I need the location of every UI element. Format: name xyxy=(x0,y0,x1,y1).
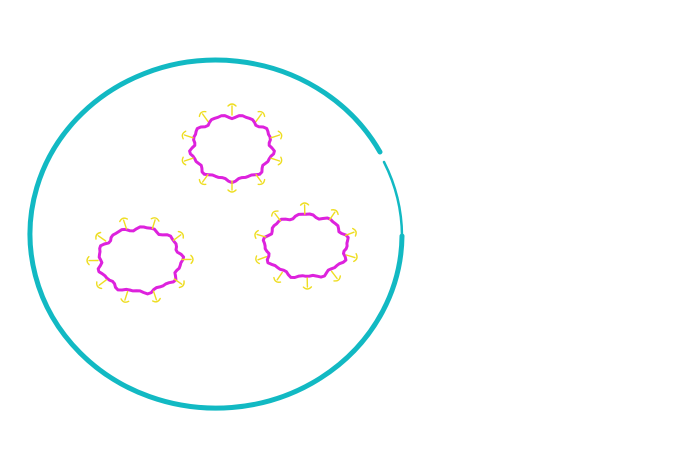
spike-top-8 xyxy=(181,130,194,140)
spike-right-4 xyxy=(302,277,313,290)
spike-top-4 xyxy=(255,174,266,186)
spike-left-0 xyxy=(150,217,160,230)
inner-rings xyxy=(86,103,358,303)
spike-right-5 xyxy=(273,271,283,283)
ring-left xyxy=(86,217,194,303)
outer-ring-arc-main xyxy=(27,57,405,411)
spike-right-0 xyxy=(329,209,339,221)
spike-right-8 xyxy=(271,210,282,222)
ring-right-membrane xyxy=(261,212,350,279)
outer-ring xyxy=(27,57,405,411)
spike-top-2 xyxy=(270,130,283,140)
spike-right-2 xyxy=(345,253,358,263)
spike-right-7 xyxy=(254,229,267,239)
ring-top xyxy=(181,103,283,193)
spike-left-2 xyxy=(181,254,194,265)
spike-top-5 xyxy=(227,180,237,193)
spike-top-0 xyxy=(227,103,237,116)
spike-left-5 xyxy=(120,290,130,303)
spike-top-9 xyxy=(198,110,209,122)
spike-right-1 xyxy=(344,227,357,237)
spike-top-7 xyxy=(181,156,194,166)
spike-top-3 xyxy=(270,156,283,166)
ring-left-membrane xyxy=(96,225,186,296)
spike-left-4 xyxy=(152,290,161,303)
spike-left-3 xyxy=(173,278,185,289)
ring-top-membrane xyxy=(188,114,276,185)
spike-right-9 xyxy=(299,202,310,215)
spike-left-9 xyxy=(119,217,128,230)
spike-left-6 xyxy=(96,279,108,290)
spike-left-8 xyxy=(95,231,107,242)
spike-left-1 xyxy=(172,230,184,241)
spike-right-6 xyxy=(255,255,268,265)
spike-right-3 xyxy=(330,270,341,282)
outer-ring-arc-right xyxy=(382,160,404,238)
spike-top-1 xyxy=(255,110,266,122)
spike-top-6 xyxy=(198,174,209,186)
ring-right xyxy=(254,202,358,290)
spike-left-7 xyxy=(86,255,99,266)
